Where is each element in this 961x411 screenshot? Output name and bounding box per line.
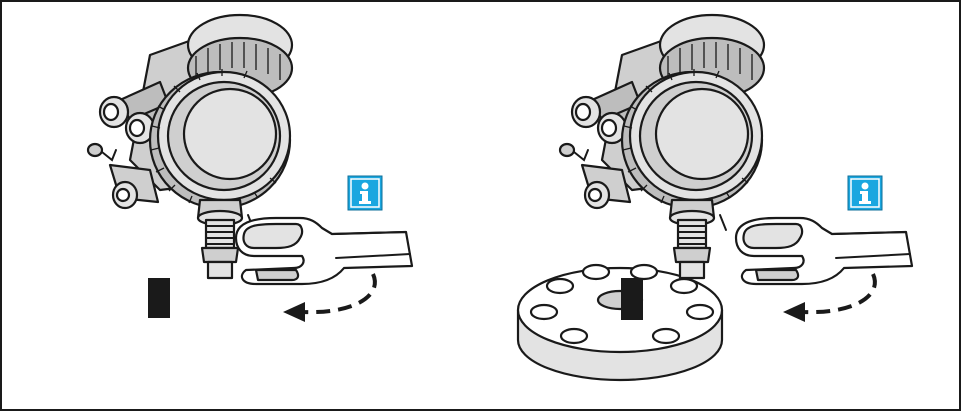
wrench-icon — [734, 216, 914, 286]
transmitter-housing — [558, 13, 766, 280]
probe-rod — [621, 278, 643, 320]
wrench-icon — [234, 216, 414, 286]
flange — [516, 263, 724, 382]
probe-rod — [148, 278, 170, 318]
panel-threaded-connection — [86, 13, 414, 324]
panel-flange-connection — [516, 13, 914, 382]
info-icon — [847, 175, 883, 211]
info-icon — [347, 175, 383, 211]
